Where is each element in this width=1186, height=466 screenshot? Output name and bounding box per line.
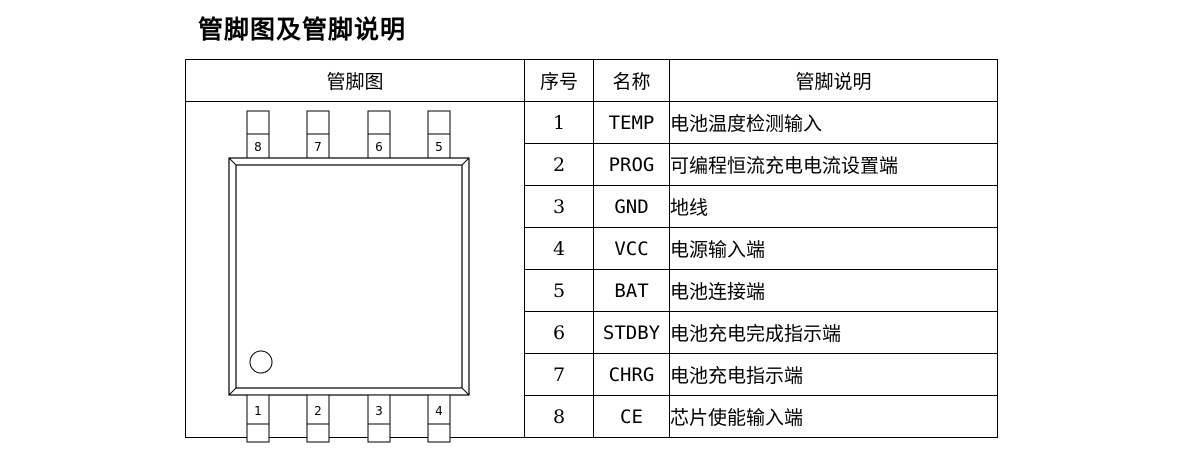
pin-description: 电源输入端 — [669, 227, 998, 270]
pin-name: CHRG — [593, 353, 670, 396]
pin-index: 8 — [524, 395, 594, 438]
pin1-marker-icon — [249, 350, 273, 374]
pin-lead — [246, 394, 270, 443]
pin-number-5: 5 — [435, 140, 443, 154]
bottom-pin-row: 1 2 3 4 — [246, 394, 451, 443]
chip-body — [228, 157, 470, 396]
pin-number-7: 7 — [314, 140, 322, 154]
chip-diagram: 8 7 6 5 — [228, 110, 470, 443]
pin-lead — [367, 394, 391, 443]
pin-index: 6 — [524, 311, 594, 354]
pin-index: 3 — [524, 185, 594, 228]
pin-number-6: 6 — [375, 140, 383, 154]
section-heading: 管脚图及管脚说明 — [198, 15, 407, 44]
pin-description: 地线 — [669, 185, 998, 228]
pin-description: 芯片使能输入端 — [669, 395, 998, 438]
pin-index: 1 — [524, 101, 594, 144]
header-description: 管脚说明 — [669, 59, 998, 102]
pin-description: 电池连接端 — [669, 269, 998, 312]
table-row: 8 7 6 5 — [185, 101, 998, 443]
pin-number-3: 3 — [375, 404, 383, 418]
header-name: 名称 — [593, 59, 670, 102]
table-row: 6 STDBY 电池充电完成指示端 — [186, 311, 998, 354]
pin-number-4: 4 — [435, 404, 443, 418]
table-header-row: 管脚图 序号 名称 管脚说明 — [185, 59, 998, 102]
pin-lead — [427, 394, 451, 443]
pin-name: CE — [593, 395, 670, 438]
pin-name: TEMP — [593, 101, 670, 144]
pin-description: 电池温度检测输入 — [669, 101, 998, 144]
pin-name: BAT — [593, 269, 670, 312]
pin-name: STDBY — [593, 311, 670, 354]
pin-name: GND — [593, 185, 670, 228]
pin-description: 电池充电完成指示端 — [669, 311, 998, 354]
pin-diagram-cell: 8 7 6 5 — [185, 101, 525, 443]
pin-description: 电池充电指示端 — [669, 353, 998, 396]
pin-number-8: 8 — [254, 140, 262, 154]
pin-index: 7 — [524, 353, 594, 396]
top-pin-row: 8 7 6 5 — [246, 110, 451, 159]
table-row: 5 BAT 电池连接端 — [186, 269, 998, 312]
pin-name: PROG — [593, 143, 670, 186]
pin-lead — [306, 394, 330, 443]
pin-index: 4 — [524, 227, 594, 270]
pin-lead — [246, 110, 270, 159]
pin-number-1: 1 — [254, 404, 262, 418]
table-row: 4 VCC 电源输入端 — [186, 227, 998, 270]
pin-index: 5 — [524, 269, 594, 312]
table-row: 3 GND 地线 — [186, 185, 998, 228]
pin-table: 管脚图 序号 名称 管脚说明 — [185, 59, 998, 443]
pin-description: 可编程恒流充电电流设置端 — [669, 143, 998, 186]
table-row: 8 CE 芯片使能输入端 — [186, 395, 998, 438]
pin-number-2: 2 — [314, 404, 322, 418]
header-diagram: 管脚图 — [185, 59, 525, 102]
pin-name: VCC — [593, 227, 670, 270]
header-index: 序号 — [524, 59, 594, 102]
table-row: 2 PROG 可编程恒流充电电流设置端 — [186, 143, 998, 186]
pin-index: 2 — [524, 143, 594, 186]
